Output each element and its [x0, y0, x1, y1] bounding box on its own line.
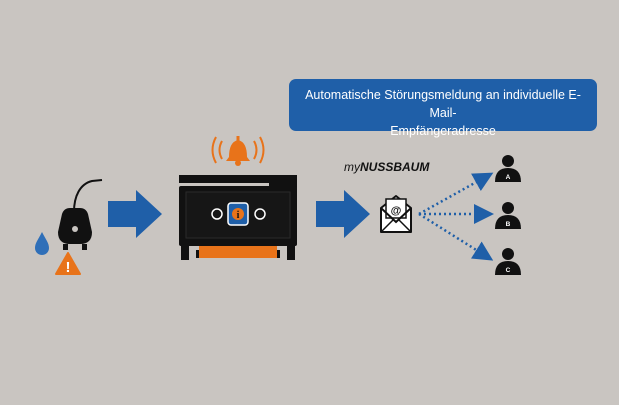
water-sensor-icon	[58, 179, 103, 250]
brand-logo: myNUSSBAUM	[344, 160, 429, 174]
warning-symbol: !	[66, 259, 71, 276]
email-icon: @	[380, 195, 412, 233]
person-icon: B	[495, 202, 521, 229]
banner-line-2: Empfängeradresse	[390, 124, 496, 138]
info-icon: i	[227, 202, 249, 226]
email-at-symbol: @	[391, 205, 402, 217]
info-symbol: i	[237, 210, 240, 221]
banner-line-1: Automatische Störungsmeldung an individu…	[305, 88, 581, 120]
recipient-label-b: B	[506, 221, 511, 228]
water-drop-icon	[35, 232, 49, 255]
dotted-arrow-to-c	[418, 212, 494, 261]
person-icon: C	[495, 248, 521, 275]
control-unit-icon: i	[179, 175, 297, 260]
recipient-label-a: A	[506, 174, 511, 181]
dotted-arrow-to-a	[418, 172, 494, 216]
brand-prefix: my	[344, 160, 360, 174]
bell-icon	[211, 136, 265, 166]
flow-arrow-1	[108, 190, 162, 238]
brand-name: NUSSBAUM	[360, 160, 430, 174]
recipient-label-c: C	[506, 267, 511, 274]
notification-banner: Automatische Störungsmeldung an individu…	[289, 79, 597, 138]
warning-triangle-icon: !	[55, 252, 81, 276]
person-icon: A	[495, 155, 521, 182]
flow-arrow-2	[316, 190, 370, 238]
